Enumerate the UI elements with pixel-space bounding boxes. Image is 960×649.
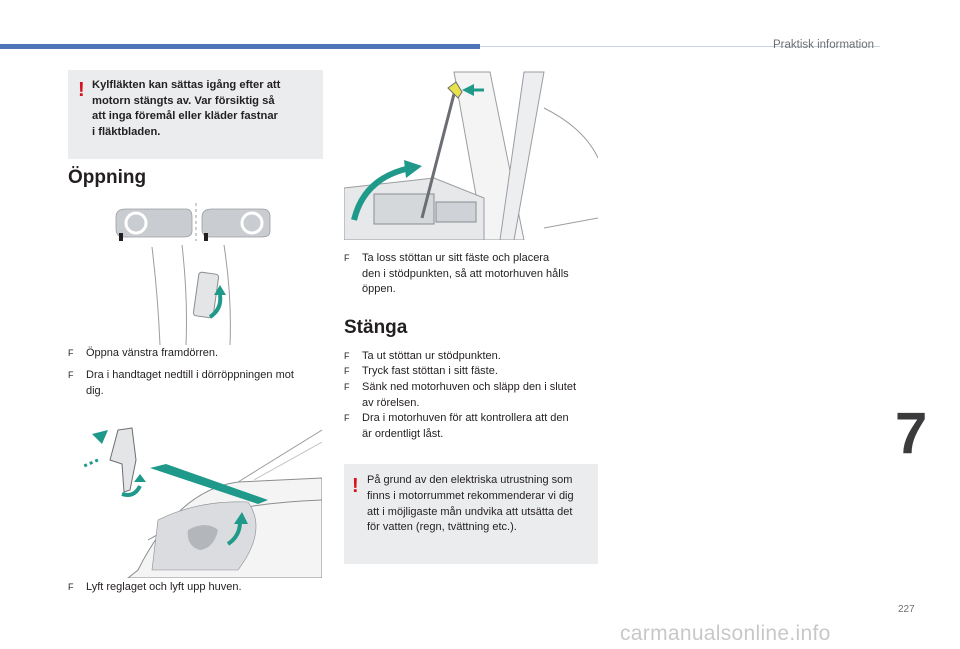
- step-line: Öppna vänstra framdörren.: [86, 347, 219, 359]
- opening-heading: Öppning: [68, 167, 147, 188]
- step-line: är ordentligt låst.: [362, 427, 444, 440]
- hood-prop-illustration: [344, 68, 598, 240]
- step-lower-hood: F Sänk ned motorhuven och släpp den i sl…: [344, 380, 612, 411]
- checkbox-bullet-icon: F: [68, 348, 74, 358]
- step-line: av rörelsen.: [362, 396, 420, 409]
- step-line: öppen.: [362, 283, 396, 295]
- warning-line: motorn stängts av. Var försiktig så: [92, 94, 275, 107]
- warning-icon: !: [78, 79, 85, 101]
- header-accent-bar: [0, 44, 480, 49]
- step-line: Ta ut stöttan ur stödpunkten.: [362, 350, 501, 362]
- fan-warning-text: Kylfläkten kan sättas igång efter att mo…: [92, 78, 280, 140]
- checkbox-bullet-icon: F: [344, 253, 350, 263]
- header-rule: [480, 46, 880, 47]
- water-warning-text: På grund av den elektriska utrustning so…: [367, 473, 574, 536]
- step-line: Ta loss stöttan ur sitt fäste och placer…: [362, 252, 550, 264]
- step-line: Sänk ned motorhuven och släpp den i slut…: [362, 381, 577, 393]
- warning-icon: !: [352, 475, 359, 497]
- step-line: Dra i motorhuven för att kontrollera att…: [362, 412, 569, 424]
- closing-heading: Stänga: [344, 317, 408, 338]
- step-line: dig.: [86, 384, 104, 397]
- step-lift-hood: F Lyft reglaget och lyft upp huven.: [68, 580, 336, 596]
- checkbox-bullet-icon: F: [68, 582, 74, 592]
- step-prop-rod: F Ta loss stöttan ur sitt fäste och plac…: [344, 251, 612, 298]
- warning-line: att inga föremål eller kläder fastnar: [92, 110, 278, 122]
- warning-line: finns i motorrummet rekommenderar vi dig: [367, 489, 574, 502]
- water-warning-box: [344, 464, 598, 564]
- checkbox-bullet-icon: F: [344, 366, 350, 376]
- checkbox-bullet-icon: F: [344, 413, 350, 423]
- warning-line: På grund av den elektriska utrustning so…: [367, 474, 573, 486]
- chapter-number: 7: [895, 401, 928, 466]
- step-remove-rod: F Ta ut stöttan ur stödpunkten.: [344, 349, 612, 365]
- door-release-illustration: [112, 197, 282, 347]
- watermark: carmanualsonline.info: [620, 622, 831, 645]
- step-line: Dra i handtaget nedtill i dörröppningen …: [86, 369, 294, 381]
- checkbox-bullet-icon: F: [344, 382, 350, 392]
- warning-line: i fläktbladen.: [92, 125, 161, 138]
- warning-line: Kylfläkten kan sättas igång efter att: [92, 79, 281, 91]
- step-line: den i stödpunkten, så att motorhuven hål…: [362, 267, 569, 280]
- hood-latch-illustration: [78, 420, 322, 578]
- warning-line: att i möjligaste mån undvika att utsätta…: [367, 505, 573, 518]
- checkbox-bullet-icon: F: [68, 370, 74, 380]
- section-title: Praktisk information: [773, 39, 874, 51]
- step-line: Lyft reglaget och lyft upp huven.: [86, 581, 242, 593]
- checkbox-bullet-icon: F: [344, 351, 350, 361]
- step-pull-handle: F Dra i handtaget nedtill i dörröppninge…: [68, 368, 336, 399]
- warning-line: för vatten (regn, tvättning etc.).: [367, 521, 517, 534]
- page-number: 227: [898, 604, 915, 615]
- step-open-door: F Öppna vänstra framdörren.: [68, 346, 336, 362]
- step-secure-rod: F Tryck fast stöttan i sitt fäste.: [344, 364, 612, 380]
- fan-warning-box: [68, 70, 323, 159]
- step-line: Tryck fast stöttan i sitt fäste.: [362, 365, 498, 377]
- step-check-lock: F Dra i motorhuven för att kontrollera a…: [344, 411, 612, 442]
